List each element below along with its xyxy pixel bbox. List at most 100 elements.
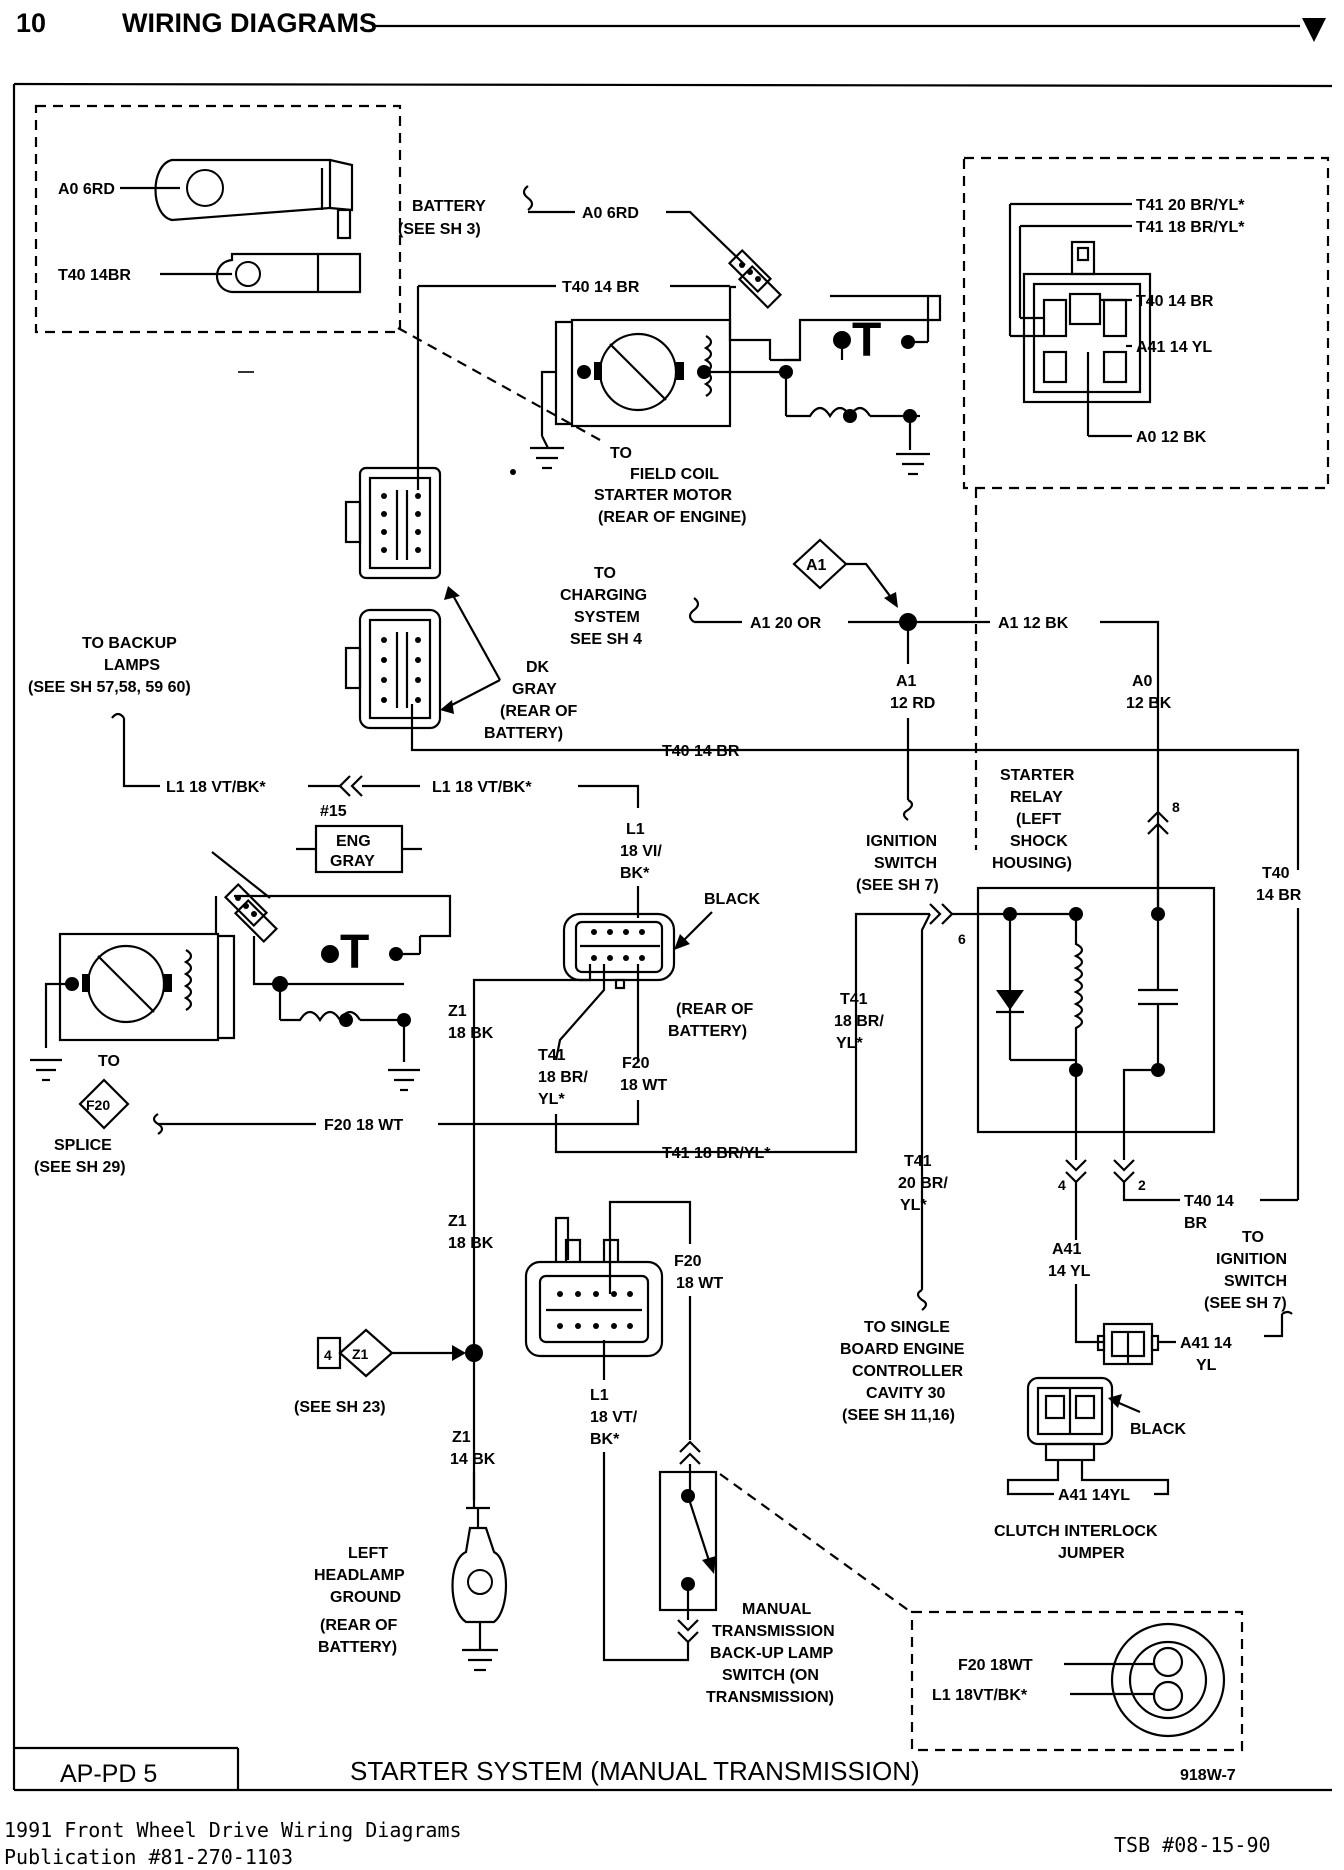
- label-ign-sw-2: SWITCH: [874, 855, 937, 872]
- label-z1-bottom-2: 14 BK: [450, 1451, 496, 1468]
- relay-connector-detail: T41 20 BR/YL* T41 18 BR/YL* T40 14 BR A4…: [962, 156, 1330, 490]
- label-rear-batt-1: (REAR OF: [676, 1001, 754, 1018]
- label-a41-2: 14 YL: [1048, 1263, 1091, 1280]
- page-number: 10: [16, 8, 46, 38]
- label-clutch-1: CLUTCH INTERLOCK: [994, 1523, 1158, 1540]
- cable-ring-bottom: [216, 252, 362, 294]
- label-l1-right: L1 18 VT/BK*: [432, 779, 532, 796]
- label-backup-1: TO BACKUP: [82, 635, 177, 652]
- label-relay-3: (LEFT: [1016, 811, 1062, 828]
- detail-leader-1: [397, 327, 601, 441]
- label-relay-1: STARTER: [1000, 767, 1075, 784]
- label-a1-20-or: A1 20 OR: [750, 615, 822, 632]
- label-field-coil-3: STARTER MOTOR: [594, 487, 733, 504]
- label-conn-t40-14: T40 14 BR: [1136, 293, 1214, 310]
- svg-text:Z1: Z1: [352, 1346, 369, 1362]
- cable-lug-left: [223, 882, 279, 944]
- svg-text:A1: A1: [806, 557, 827, 574]
- ground-icon: [530, 446, 564, 470]
- label-t41-20-1: T41: [904, 1153, 932, 1170]
- label-sbec-5: (SEE SH 11,16): [842, 1407, 955, 1424]
- label-manual-3: BACK-UP LAMP: [710, 1645, 834, 1662]
- label-pin-6: 6: [958, 931, 966, 947]
- z1-marker: 4 Z1: [316, 1328, 394, 1378]
- ground-icon: [30, 1058, 62, 1082]
- a1-marker: A1: [792, 538, 848, 590]
- header-arrow-icon: [1302, 18, 1326, 42]
- break-icon: [902, 799, 914, 821]
- section-title: WIRING DIAGRAMS: [122, 8, 377, 38]
- connector-icon: [338, 775, 363, 797]
- label-dk-gray-3: (REAR OF: [500, 703, 578, 720]
- label-t41-mid-2: 18 BR/: [538, 1069, 588, 1086]
- label-headlamp-3: GROUND: [330, 1589, 401, 1606]
- starter-relay: 8 6 4 2: [929, 799, 1216, 1202]
- label-field-coil-2: FIELD COIL: [630, 466, 719, 483]
- break-icon: [688, 597, 700, 623]
- label-manual-5: TRANSMISSION): [706, 1689, 834, 1706]
- label-z1-upper-2: 18 BK: [448, 1025, 494, 1042]
- headlamp-ground-icon: [451, 1506, 508, 1672]
- publication-line-1: 1991 Front Wheel Drive Wiring Diagrams: [4, 1818, 462, 1842]
- label-splice-1: SPLICE: [54, 1137, 112, 1154]
- label-pin-8: 8: [1172, 799, 1180, 815]
- frame: [12, 82, 1333, 1792]
- drawing-number: 918W-7: [1180, 1767, 1236, 1784]
- label-manual-4: SWITCH (ON: [722, 1667, 819, 1684]
- label-t41-mid-3: YL*: [538, 1091, 565, 1108]
- label-t41-20-2: 20 BR/: [898, 1175, 948, 1192]
- label-f20-mid-2: 18 WT: [620, 1077, 667, 1094]
- label-l1-lower-2: 18 VT/: [590, 1409, 638, 1426]
- label-black-lower: BLACK: [1130, 1421, 1186, 1438]
- break-icon: [522, 185, 534, 211]
- connector-icon: [1065, 1159, 1087, 1184]
- break-icon: [1264, 1310, 1293, 1338]
- label-see-sh23: (SEE SH 23): [294, 1399, 386, 1416]
- label-dk-gray-2: GRAY: [512, 681, 557, 698]
- label-a1-12-bk: A1 12 BK: [998, 615, 1069, 632]
- label-detail-f20: F20 18WT: [958, 1657, 1033, 1674]
- label-conn-a0-12: A0 12 BK: [1136, 429, 1207, 446]
- label-splice-2: (SEE SH 29): [34, 1159, 126, 1176]
- label-t41-20-3: YL*: [900, 1197, 927, 1214]
- label-headlamp-1: LEFT: [348, 1545, 388, 1562]
- label-l1-vert-3: BK*: [620, 865, 650, 882]
- label-t40-14br-mid: T40 14 BR: [662, 743, 740, 760]
- break-icon: [111, 712, 125, 719]
- label-f20-18wt-horiz: F20 18 WT: [324, 1117, 403, 1134]
- page-footer: AP-PD 5 STARTER SYSTEM (MANUAL TRANSMISS…: [4, 1756, 1271, 1869]
- label-charging-1: TO: [594, 565, 616, 582]
- label-conn-t41-20: T41 20 BR/YL*: [1136, 197, 1245, 214]
- label-rear-batt-2: BATTERY): [668, 1023, 747, 1040]
- label-a0-12bk-1: A0: [1132, 673, 1153, 690]
- label-sbec-3: CONTROLLER: [852, 1363, 964, 1380]
- cable-lug-top: [727, 248, 783, 310]
- backup-switch-connector: [524, 1238, 664, 1358]
- diagram-title: STARTER SYSTEM (MANUAL TRANSMISSION): [350, 1756, 920, 1786]
- label-relay-5: HOUSING): [992, 855, 1072, 872]
- connector-icon: [679, 1440, 701, 1465]
- label-t40-low-2: BR: [1184, 1215, 1208, 1232]
- label-headlamp-4: (REAR OF: [320, 1617, 398, 1634]
- label-t41-18-horiz: T41 18 BR/YL*: [662, 1145, 771, 1162]
- dk-gray-connector-upper: [344, 466, 442, 580]
- label-t40-14br-top: T40 14 BR: [562, 279, 640, 296]
- label-manual-1: MANUAL: [742, 1601, 812, 1618]
- label-dk-gray-1: DK: [526, 659, 550, 676]
- label-a1-12rd-2: 12 RD: [890, 695, 935, 712]
- page-header: 10 WIRING DIAGRAMS: [16, 8, 1326, 42]
- label-t40-low-1: T40 14: [1184, 1193, 1234, 1210]
- label-field-coil-4: (REAR OF ENGINE): [598, 509, 746, 526]
- f20-marker: F20: [78, 1078, 130, 1130]
- label-f20-lower-2: 18 WT: [676, 1275, 723, 1292]
- label-z1-lower-2: 18 BK: [448, 1235, 494, 1252]
- label-to-left: TO: [98, 1053, 120, 1070]
- clutch-connector-lower: [1026, 1376, 1114, 1462]
- ground-icon: [388, 1068, 420, 1092]
- label-a1-12rd-1: A1: [896, 673, 917, 690]
- label-charging-3: SYSTEM: [574, 609, 640, 626]
- break-icon: [916, 1289, 928, 1311]
- cable-ring-top: [154, 158, 332, 222]
- label-charging-4: SEE SH 4: [570, 631, 642, 648]
